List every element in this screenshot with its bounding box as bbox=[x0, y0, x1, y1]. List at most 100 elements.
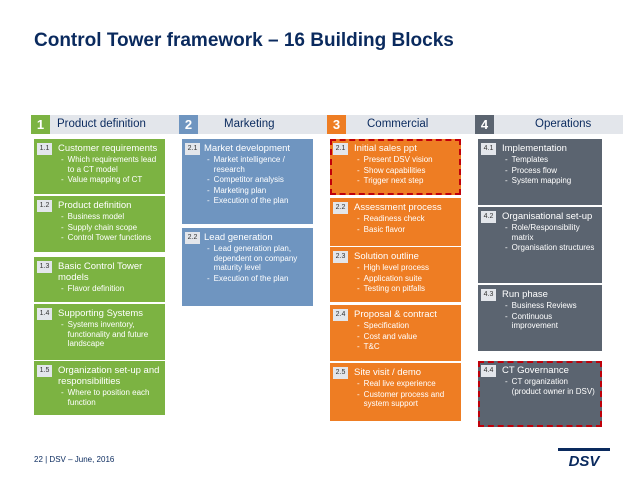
block-bullets: -Which requirements lead to a CT model-V… bbox=[61, 155, 161, 186]
block-bullet-item: -Lead generation plan, dependent on comp… bbox=[207, 244, 309, 273]
block-bullets: -Present DSV vision-Show capabilities-Tr… bbox=[357, 155, 455, 187]
bullet-text: Basic flavor bbox=[363, 224, 406, 234]
bullet-marker: - bbox=[357, 165, 360, 175]
block-bullets: -Readiness check-Basic flavor bbox=[357, 214, 457, 235]
bullet-text: Testing on pitfalls bbox=[363, 284, 426, 293]
bullet-text: Where to position each function bbox=[67, 388, 150, 407]
block-bullets: -Specification-Cost and value-T&C bbox=[357, 321, 457, 353]
block-number-badge: 4.1 bbox=[481, 143, 496, 155]
column-number: 4 bbox=[475, 115, 494, 134]
bullet-marker: - bbox=[357, 273, 360, 283]
block-bullet-item: -Execution of the plan bbox=[207, 274, 309, 284]
bullet-text: Present DSV vision bbox=[363, 155, 433, 164]
bullet-marker: - bbox=[61, 222, 64, 232]
bullet-marker: - bbox=[61, 320, 64, 329]
bullet-marker: - bbox=[357, 342, 360, 351]
bullet-marker: - bbox=[505, 165, 508, 175]
dsv-logo-text: DSV bbox=[569, 453, 602, 468]
block-bullet-item: -Specification bbox=[357, 321, 457, 331]
bullet-text: Organisation structures bbox=[511, 243, 595, 252]
block-bullet-item: -Business model bbox=[61, 212, 161, 222]
block-number-badge: 2.4 bbox=[333, 309, 348, 321]
column-title: Operations bbox=[535, 118, 592, 130]
block-bullets: -CT organization (product owner in DSV) bbox=[505, 377, 596, 397]
bullet-marker: - bbox=[357, 224, 360, 234]
block-bullet-item: -Trigger next step bbox=[357, 176, 455, 186]
bullet-text: Customer process and system support bbox=[363, 389, 445, 409]
block-number-badge: 1.5 bbox=[37, 365, 52, 377]
block-bullet-item: -CT organization (product owner in DSV) bbox=[505, 377, 596, 396]
block-bullets: -Business Reviews-Continuous improvement bbox=[505, 301, 598, 332]
block-bullet-item: -Where to position each function bbox=[61, 388, 161, 407]
block-title: Solution outline bbox=[354, 251, 419, 262]
column-title: Marketing bbox=[224, 118, 275, 130]
block-title: Lead generation bbox=[204, 232, 273, 243]
block-bullet-item: -System mapping bbox=[505, 176, 598, 186]
bullet-text: T&C bbox=[363, 342, 380, 351]
block-bullet-item: -Value mapping of CT bbox=[61, 175, 161, 185]
block-bullet-item: -Application suite bbox=[357, 274, 457, 284]
block-bullet-item: -Show capabilities bbox=[357, 166, 455, 176]
bullet-text: Market intelligence / research bbox=[213, 155, 285, 174]
bullet-marker: - bbox=[357, 155, 360, 164]
block-title: Implementation bbox=[502, 143, 567, 154]
block-title: Product definition bbox=[58, 200, 132, 211]
bullet-marker: - bbox=[505, 311, 508, 321]
block-bullets: -High level process-Application suite-Te… bbox=[357, 263, 457, 295]
bullet-text: High level process bbox=[363, 263, 430, 272]
block-bullets: -Templates -Process flow-System mapping bbox=[505, 155, 598, 187]
bullet-text: Templates bbox=[511, 155, 549, 164]
column-number: 1 bbox=[31, 115, 50, 134]
bullet-text: Execution of the plan bbox=[213, 273, 289, 283]
block-title: Proposal & contract bbox=[354, 309, 437, 320]
block-bullet-item: -Real live experience bbox=[357, 379, 457, 389]
block-bullet-item: -Organisation structures bbox=[505, 243, 598, 253]
bullet-marker: - bbox=[357, 389, 360, 399]
block-title: Market development bbox=[204, 143, 291, 154]
block-bullet-item: -Execution of the plan bbox=[207, 196, 309, 206]
bullet-text: Show capabilities bbox=[363, 165, 426, 175]
block-number-badge: 2.1 bbox=[333, 143, 348, 155]
block-bullets: -Business model-Supply chain scope-Contr… bbox=[61, 212, 161, 244]
bullet-marker: - bbox=[207, 155, 210, 164]
bullet-text: Cost and value bbox=[363, 331, 418, 341]
bullet-marker: - bbox=[505, 155, 508, 164]
block-title: Initial sales ppt bbox=[354, 143, 417, 154]
block-number-badge: 4.3 bbox=[481, 289, 496, 301]
bullet-text: Flavor definition bbox=[67, 284, 125, 293]
block-number-badge: 2.3 bbox=[333, 251, 348, 263]
bullet-marker: - bbox=[61, 233, 64, 242]
block-number-badge: 2.2 bbox=[333, 202, 348, 214]
bullet-marker: - bbox=[505, 301, 508, 310]
block-number-badge: 2.5 bbox=[333, 367, 348, 379]
bullet-text: Real live experience bbox=[363, 379, 436, 388]
bullet-text: Trigger next step bbox=[363, 176, 424, 185]
block-title: Organization set-up and responsibilities bbox=[58, 365, 160, 387]
block-bullet-item: -Cost and value bbox=[357, 332, 457, 342]
block-title: Basic Control Tower models bbox=[58, 261, 143, 283]
block-title: Customer requirements bbox=[58, 143, 158, 154]
block-title: Assessment process bbox=[354, 202, 442, 213]
bullet-text: Control Tower functions bbox=[67, 233, 152, 242]
block-bullet-item: -Process flow bbox=[505, 166, 598, 176]
bullet-marker: - bbox=[61, 212, 64, 221]
bullet-marker: - bbox=[505, 243, 508, 252]
block-bullet-item: -Present DSV vision bbox=[357, 155, 455, 165]
block-bullets: -Real live experience-Customer process a… bbox=[357, 379, 457, 410]
building-block: 1.5 Organization set-up and responsibilit… bbox=[34, 361, 165, 415]
bullet-text: Supply chain scope bbox=[67, 222, 138, 232]
block-bullet-item: -Market intelligence / research bbox=[207, 155, 309, 174]
dsv-logo: DSV bbox=[558, 448, 610, 468]
block-bullet-item: -Customer process and system support bbox=[357, 390, 457, 409]
bullet-text: Which requirements lead to a CT model bbox=[67, 155, 157, 174]
